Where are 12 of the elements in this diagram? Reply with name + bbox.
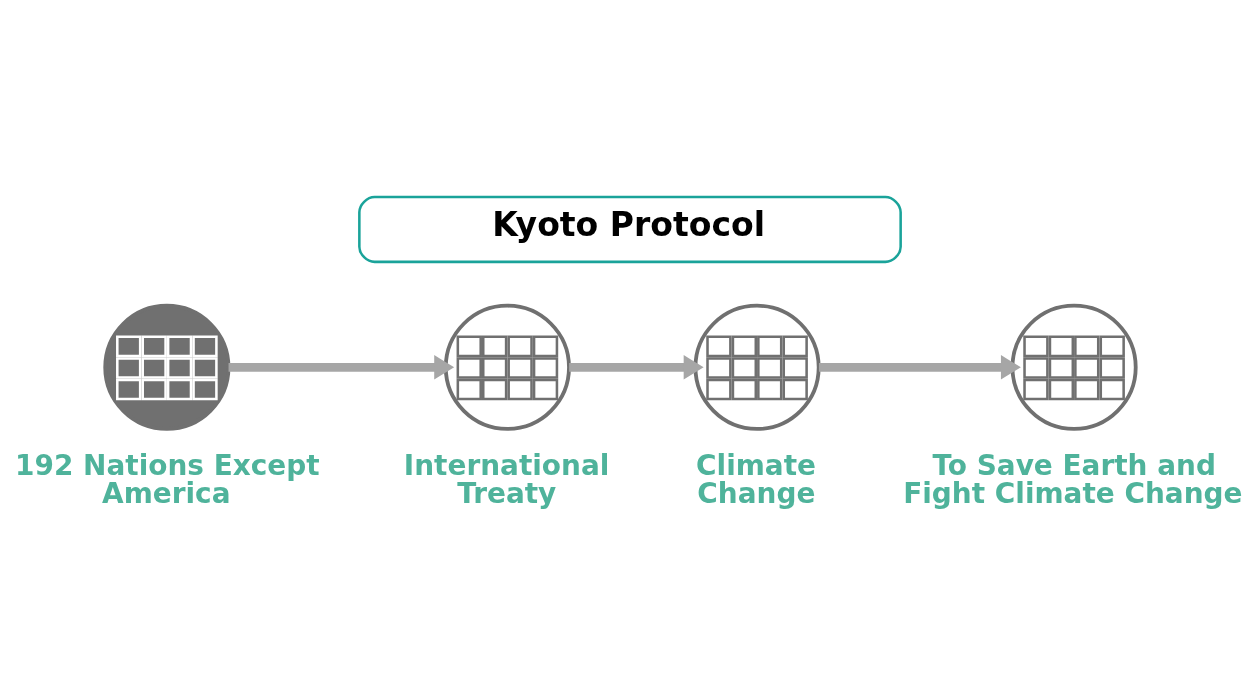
node-label: Climate Change — [696, 448, 816, 510]
arrow — [569, 354, 704, 380]
node-label: International Treaty — [403, 448, 610, 510]
node-picture — [103, 303, 231, 431]
diagram-title: Kyoto Protocol — [492, 204, 765, 244]
node-label: To Save Earth and Fight Climate Change — [903, 448, 1243, 510]
arrow — [228, 354, 455, 380]
arrow — [818, 354, 1021, 380]
node-picture — [693, 303, 821, 431]
node-picture — [1010, 303, 1138, 431]
node-picture — [443, 303, 571, 431]
node-label: 192 Nations Except America — [15, 448, 320, 510]
